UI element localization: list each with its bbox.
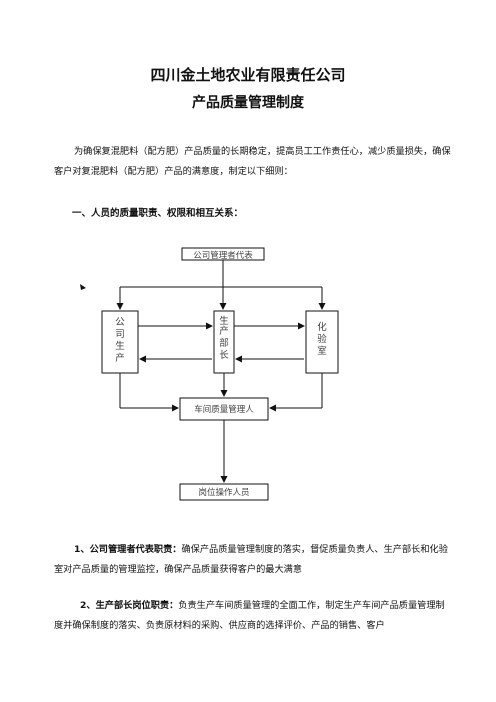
workshop-quality-label: 车间质量管理人 [194,404,254,415]
production-box [101,310,139,374]
duty-item-1-lead: 1、公司管理者代表职责： [74,544,182,555]
operators-label: 岗位操作人员 [198,487,249,498]
company-title: 四川金土地农业有限责任公司 [150,66,346,84]
intro-paragraph: 为确保复混肥料（配方肥）产品质量的长期稳定，提高员工工作责任心，减少质量损失，确… [54,146,451,177]
left-char-4: 产 [115,352,125,364]
arrow-mark-icon [80,284,86,290]
mid-char-1: 生 [219,315,229,327]
top-box-label: 公司管理者代表 [193,250,253,261]
lab-box [305,310,339,374]
left-char-3: 生 [115,340,125,352]
mid-char-4: 长 [219,349,229,361]
left-char-1: 公 [115,317,125,328]
operators-box [179,483,269,501]
document-title: 产品质量管理制度 [192,95,304,111]
duty-item-1: 1、公司管理者代表职责：确保产品质量管理制度的落实，督促质量负责人、生产部长和化… [54,540,452,580]
right-char-2: 验 [317,333,327,345]
duty-item-1-text: 确保产品质量管理制度的落实，督促质量负责人、生产部长和化验室对产品质量的管理监控… [54,544,448,575]
duty-item-2-lead: 2、生产部长岗位职责： [80,600,179,611]
right-char-1: 化 [317,321,327,333]
left-char-2: 司 [115,329,125,340]
duty-item-2-text: 负责生产车间质量管理的全面工作，制定生产车间产品质量管理制度并确保制度的落实、负… [54,600,445,631]
section-heading: 一、人员的质量职责、权限和相互关系： [72,208,244,219]
mid-char-3: 部 [219,337,229,349]
duty-item-2: 2、生产部长岗位职责：负责生产车间质量管理的全面工作，制定生产车间产品质量管理制… [54,596,452,636]
right-char-3: 室 [317,345,327,357]
mid-char-2: 产 [219,325,229,337]
